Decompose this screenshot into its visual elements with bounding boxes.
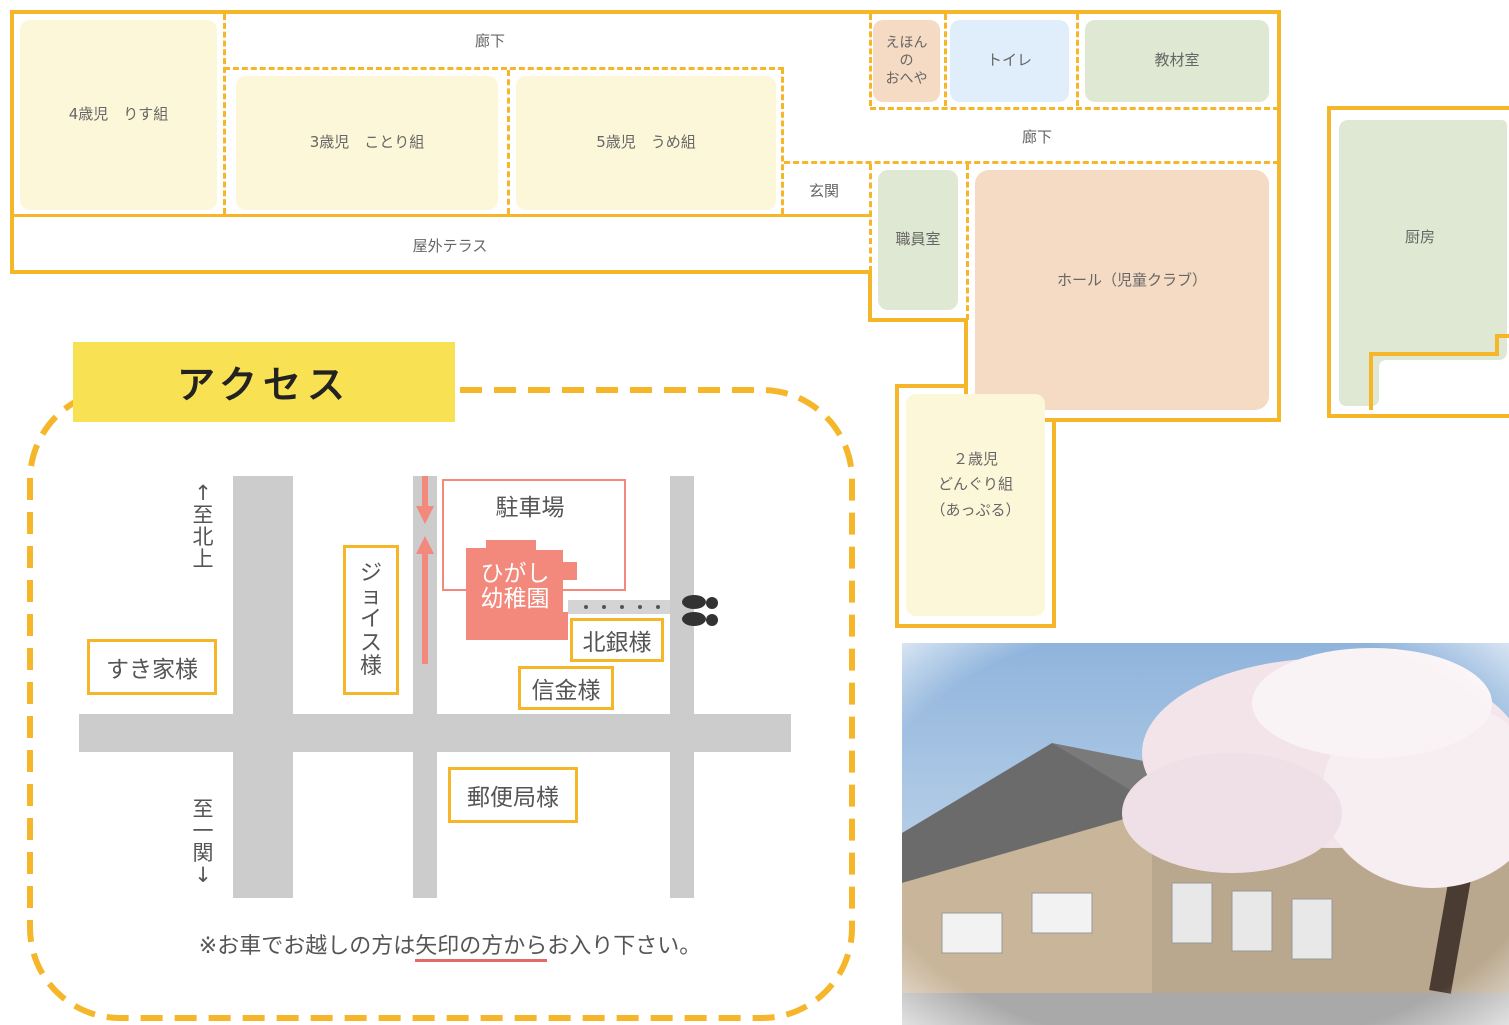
- access-note-highlight: 矢印の方から: [415, 934, 548, 962]
- room-shokuin: 職員室: [878, 170, 958, 310]
- room-hall: ホール（児童クラブ）: [975, 170, 1269, 410]
- wall: [964, 418, 1281, 422]
- wall: [10, 10, 14, 274]
- floor-plan: 4歳児 りす組 3歳児 ことり組 5歳児 うめ組 えほん の おへや トイレ 教…: [10, 10, 1509, 628]
- room-ume: 5歳児 うめ組: [516, 76, 776, 210]
- wall: [964, 318, 968, 422]
- footprints-icon: [682, 595, 718, 626]
- direction-south: 至 一 関 ↓: [192, 797, 214, 888]
- wall: [895, 384, 968, 388]
- partition: [784, 214, 870, 217]
- wall: [10, 270, 872, 274]
- road-west: [233, 476, 293, 898]
- wall: [868, 318, 968, 322]
- partition: [966, 164, 969, 320]
- room-risu: 4歳児 りす組: [20, 20, 217, 210]
- access-note-prefix: ※お車でお越しの方は: [198, 934, 416, 959]
- wall: [1327, 106, 1509, 110]
- landmark-shinkin: 信金様: [518, 666, 614, 710]
- partition: [781, 68, 784, 214]
- room-ehon: えほん の おへや: [873, 20, 940, 102]
- wall: [868, 270, 872, 322]
- room-donguri: ２歳児 どんぐり組 （あっぷる）: [906, 394, 1045, 616]
- kindergarten-building: [466, 540, 577, 640]
- wall: [895, 384, 899, 628]
- room-kitchen: 厨房: [1404, 228, 1435, 246]
- landmark-sukiya: すき家様: [87, 639, 217, 695]
- access-section: アクセス 駐車場 ひがし 幼稚園 すき家様 ジ ョ イ ス 様 北銀様 信金様 …: [0, 330, 880, 1025]
- access-note-suffix: お入り下さい。: [547, 934, 702, 959]
- room-toilet: トイレ: [950, 20, 1069, 102]
- room-kitchen-shape: [1339, 120, 1509, 410]
- wall: [1277, 10, 1281, 422]
- partition: [224, 67, 784, 70]
- partition: [784, 161, 1279, 164]
- landmark-post-office: 郵便局様: [448, 767, 578, 823]
- photo-illustration: [902, 643, 1509, 1025]
- partition: [869, 14, 872, 106]
- parking-label: 駐車場: [495, 495, 565, 521]
- access-note: ※お車でお越しの方は矢印の方からお入り下さい。: [100, 928, 800, 962]
- landmark-joyce: ジ ョ イ ス 様: [343, 545, 399, 695]
- partition: [223, 14, 226, 214]
- partition: [1076, 14, 1079, 106]
- walking-path: [568, 600, 670, 614]
- partition: [507, 70, 510, 214]
- kindergarten-label: ひがし 幼稚園: [480, 561, 550, 613]
- partition: [869, 164, 872, 272]
- wall: [10, 10, 1281, 14]
- room-kotori: 3歳児 ことり組: [236, 76, 498, 210]
- kindergarten-photo: [902, 643, 1509, 1025]
- partition: [944, 14, 947, 106]
- entry-arrows: [416, 476, 434, 664]
- wall: [1327, 106, 1331, 418]
- landmark-hokugin: 北銀様: [570, 618, 664, 662]
- road-east: [670, 476, 694, 898]
- walking-path-dots: [584, 605, 660, 609]
- road-main: [79, 714, 791, 752]
- room-kyozai: 教材室: [1085, 20, 1269, 102]
- wall: [10, 214, 872, 217]
- terrace-label: 屋外テラス: [412, 237, 488, 255]
- partition: [870, 107, 1279, 110]
- entrance-label: 玄関: [808, 182, 839, 200]
- access-banner: アクセス: [73, 342, 455, 422]
- wall: [895, 624, 1056, 628]
- wall: [1327, 414, 1509, 418]
- direction-north: ↑ 至 北 上: [192, 481, 214, 572]
- access-title: アクセス: [176, 363, 352, 407]
- wall: [1052, 420, 1056, 628]
- corridor-right-label: 廊下: [1021, 128, 1052, 146]
- corridor-top-label: 廊下: [474, 32, 505, 50]
